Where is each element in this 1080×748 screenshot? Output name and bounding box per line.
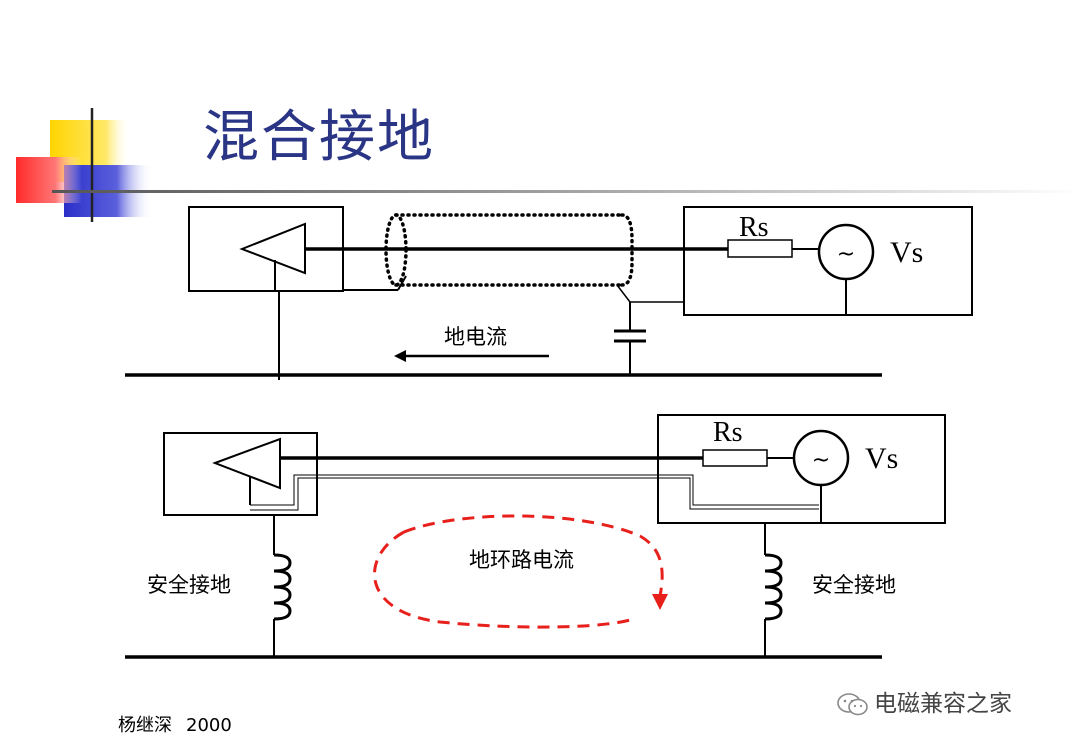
ground-current-label: 地电流 [444,325,507,349]
ground-loop-current-label: 地环路电流 [469,548,574,572]
inductor-left [273,553,292,621]
safety-ground-label-left: 安全接地 [147,573,231,597]
source-symbol-bottom: ~ [812,448,830,473]
resistor-label-bottom: Rs [713,417,743,448]
resistor-label-top: Rs [739,212,769,243]
source-box-bottom [657,414,946,524]
source-label-bottom: Vs [865,442,898,475]
source-symbol-top: ~ [837,242,855,267]
slide-title: 混合接地 [203,105,435,170]
cable-shield-top [384,213,634,287]
header-decoration [16,108,1080,222]
ground-current-arrow [394,350,549,362]
watermark-text: 电磁兼容之家 [874,691,1012,717]
return-wire-bottom [250,474,819,511]
amplifier-box-bottom [163,432,318,516]
amplifier-triangle-bottom [212,437,281,490]
watermark: 电磁兼容之家 [836,684,1012,718]
slide-footer: 杨继深 2000 [118,711,232,737]
header-horizontal-rule [52,190,1080,193]
accent-square-red [16,157,82,203]
ground-loop-arrow [373,514,668,629]
source-box-top [683,206,973,316]
footer-year: 2000 [186,715,232,736]
wechat-icon [837,692,868,715]
resistor-rs-bottom [702,449,768,467]
footer-author: 杨继深 [118,715,172,736]
bottom-circuit-diagram: Rs Vs ~ 地环路电流 安全接地 安全接地 [125,414,946,659]
source-label-top: Vs [890,236,923,269]
inductor-right [764,553,783,621]
safety-ground-label-right: 安全接地 [812,573,896,597]
top-circuit-diagram: Rs Vs ~ 地电流 [125,206,973,380]
